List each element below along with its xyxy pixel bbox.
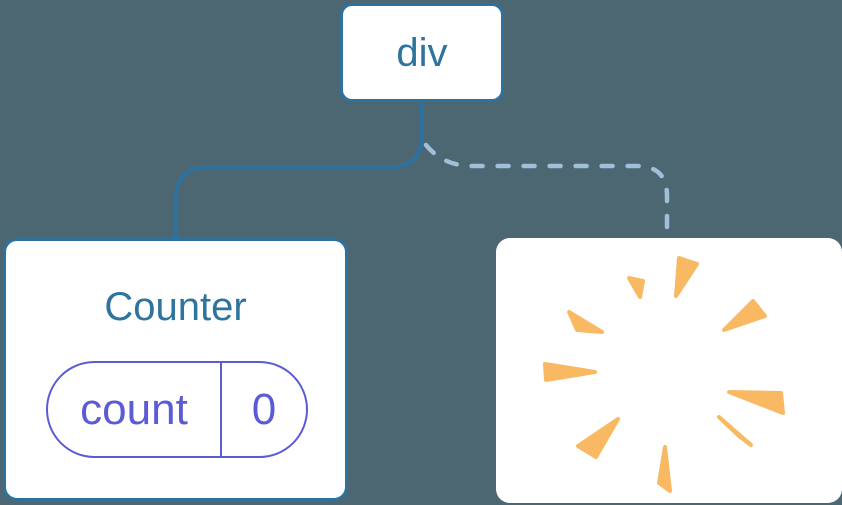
solid-connector-line xyxy=(174,101,424,240)
root-node-div: div xyxy=(340,3,504,102)
state-name-label: count xyxy=(80,384,188,434)
burst-ray xyxy=(627,276,645,299)
burst-ray xyxy=(543,362,597,382)
burst-ray xyxy=(674,256,699,298)
state-pill: count 0 xyxy=(46,361,308,458)
state-value: 0 xyxy=(220,363,306,456)
burst-ray xyxy=(727,390,785,415)
burst-ray xyxy=(722,299,767,332)
poof-burst-icon xyxy=(543,256,785,493)
counter-card-title: Counter xyxy=(104,285,247,329)
removed-component-card xyxy=(496,238,842,503)
root-node-label: div xyxy=(396,30,448,75)
counter-component-card: Counter count 0 xyxy=(3,238,348,501)
burst-ray xyxy=(657,445,672,493)
burst-ray xyxy=(576,417,620,459)
dashed-connector-line xyxy=(423,142,670,243)
burst-ray xyxy=(717,415,753,447)
burst-ray xyxy=(567,310,604,334)
